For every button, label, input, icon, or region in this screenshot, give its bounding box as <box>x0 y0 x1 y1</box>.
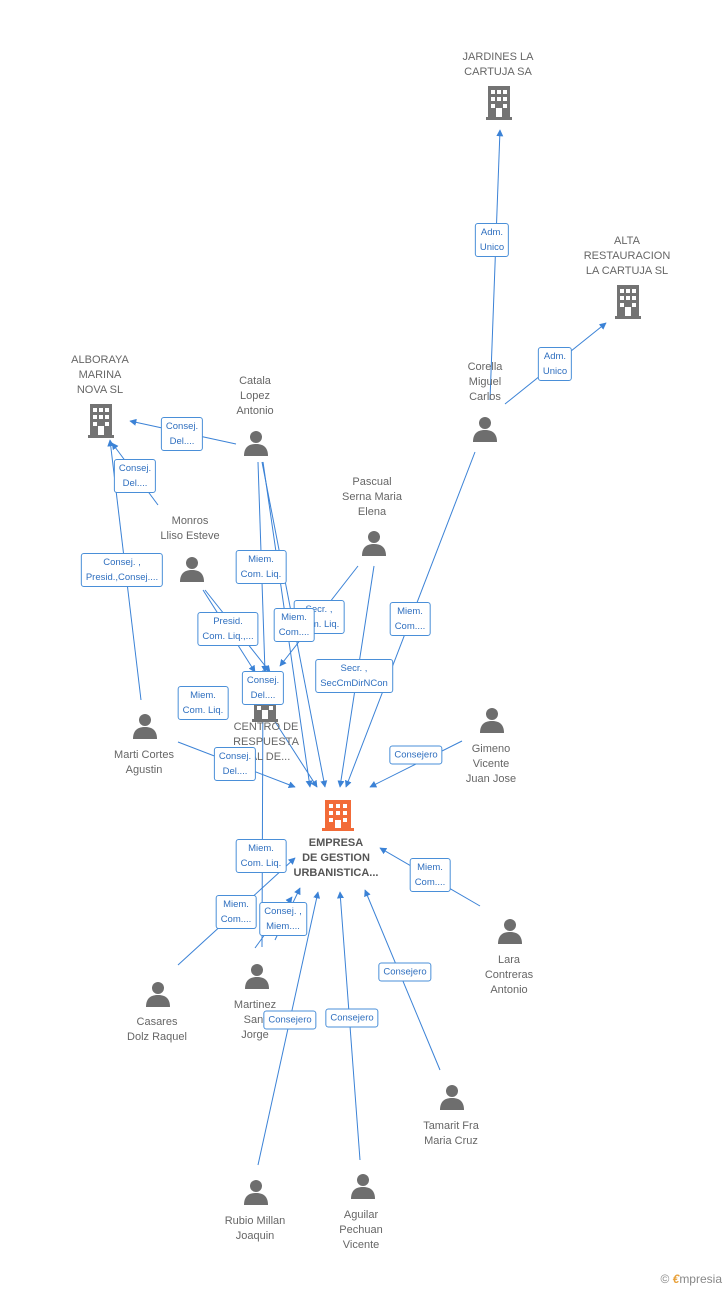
role-label-r3[interactable]: Consej. Del.... <box>160 417 204 451</box>
copyright-symbol: © <box>660 1272 670 1286</box>
brand-logo-text: mpresia <box>679 1272 722 1286</box>
person-icon-monros[interactable] <box>180 556 204 587</box>
company-label-jardines[interactable]: JARDINES LA CARTUJA SA <box>462 51 534 78</box>
person-label-marti[interactable]: Marti Cortes Agustin <box>114 749 174 776</box>
person-icon-pascual[interactable] <box>362 530 386 561</box>
role-label-r1[interactable]: Adm. Unico <box>474 223 510 257</box>
role-label-r15[interactable]: Consejero <box>389 745 443 765</box>
role-label-r11[interactable]: Consej. Del.... <box>241 671 285 705</box>
role-label-r12[interactable]: Secr. , SecCmDirNCon <box>315 659 393 693</box>
person-label-corella[interactable]: Corella Miguel Carlos <box>467 361 503 403</box>
brand-logo-initial: € <box>672 1272 680 1286</box>
role-label-r19[interactable]: Consej. , Miem.... <box>259 902 307 936</box>
role-label-r13[interactable]: Miem. Com. Liq. <box>177 686 229 720</box>
person-icon-lara[interactable] <box>498 918 522 949</box>
company-label-alboraya[interactable]: ALBORAYA MARINA NOVA SL <box>71 354 129 396</box>
role-label-r22[interactable]: Consejero <box>325 1008 379 1028</box>
edge-line-1 <box>489 129 504 401</box>
role-label-r2[interactable]: Adm. Unico <box>537 347 573 381</box>
person-icon-corella[interactable] <box>473 416 497 447</box>
role-label-r8[interactable]: Miem. Com.... <box>389 602 431 636</box>
person-label-casares[interactable]: Casares Dolz Raquel <box>127 1016 187 1043</box>
main-company-label[interactable]: EMPRESA DE GESTION URBANISTICA... <box>293 837 379 879</box>
role-label-r10[interactable]: Miem. Com.... <box>273 608 315 642</box>
person-label-lara[interactable]: Lara Contreras Antonio <box>484 954 534 996</box>
person-icon-tamarit[interactable] <box>440 1084 464 1115</box>
person-label-martinez[interactable]: Martinez Sanf Jorge <box>233 999 277 1041</box>
role-label-r16[interactable]: Miem. Com. Liq. <box>235 839 287 873</box>
role-label-r21[interactable]: Consejero <box>263 1010 317 1030</box>
role-label-r4[interactable]: Consej. Del.... <box>113 459 157 493</box>
role-label-r18[interactable]: Miem. Com.... <box>215 895 257 929</box>
person-icon-marti[interactable] <box>133 713 157 744</box>
building-icon-alboraya[interactable] <box>88 404 114 443</box>
main-company-building-icon[interactable] <box>322 798 354 832</box>
company-label-alta[interactable]: ALTA RESTAURACION LA CARTUJA SL <box>583 235 671 277</box>
building-icon-jardines[interactable] <box>486 86 512 125</box>
person-label-monros[interactable]: Monros Lliso Esteve <box>160 515 220 542</box>
brand-footer: © €mpresia <box>660 1272 722 1286</box>
person-icon-rubio[interactable] <box>244 1179 268 1210</box>
role-label-r14[interactable]: Consej. Del.... <box>213 747 257 781</box>
person-icon-casares[interactable] <box>146 981 170 1012</box>
person-icon-gimeno[interactable] <box>480 707 504 738</box>
person-label-gimeno[interactable]: Gimeno Vicente Juan Jose <box>465 743 517 785</box>
role-label-r9[interactable]: Presid. Com. Liq.,... <box>197 612 259 646</box>
role-label-r20[interactable]: Consejero <box>378 962 432 982</box>
role-label-r17[interactable]: Miem. Com.... <box>409 858 451 892</box>
building-icon-alta[interactable] <box>615 285 641 324</box>
company-label-centro[interactable]: CENTRO DE RESPUESTA RAL DE... <box>233 721 299 763</box>
role-label-r6[interactable]: Miem. Com. Liq. <box>235 550 287 584</box>
person-label-tamarit[interactable]: Tamarit Fra Maria Cruz <box>423 1120 479 1147</box>
person-label-rubio[interactable]: Rubio Millan Joaquin <box>224 1215 286 1242</box>
person-label-pascual[interactable]: Pascual Serna Maria Elena <box>342 476 402 518</box>
person-label-catala[interactable]: Catala Lopez Antonio <box>236 375 274 417</box>
role-label-r5[interactable]: Consej. , Presid.,Consej.... <box>80 553 164 587</box>
person-icon-martinez[interactable] <box>245 963 269 994</box>
person-icon-aguilar[interactable] <box>351 1173 375 1204</box>
person-label-aguilar[interactable]: Aguilar Pechuan Vicente <box>339 1209 383 1251</box>
person-icon-catala[interactable] <box>244 430 268 461</box>
